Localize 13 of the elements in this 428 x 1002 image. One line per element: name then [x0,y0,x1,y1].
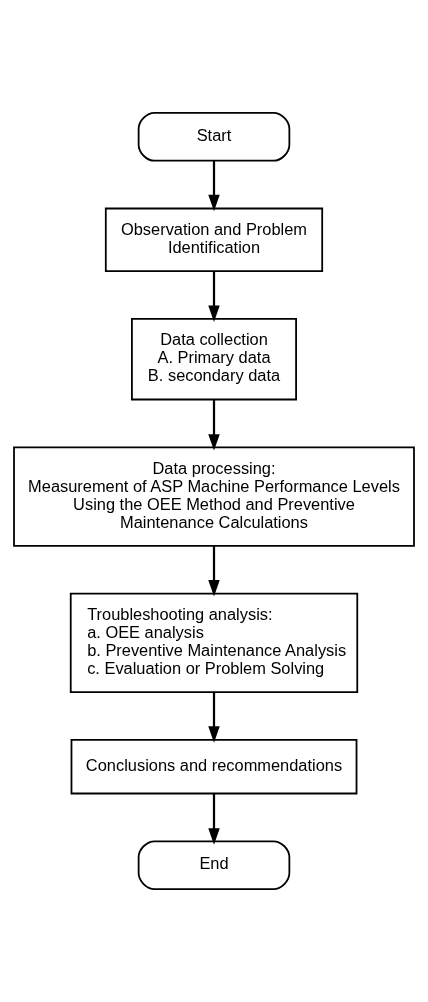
arrow [208,399,220,451]
arrow [208,546,220,597]
node-box: Start [137,112,291,162]
node-box: Data collection A. Primary data B. secondary data [131,318,297,401]
node-box: Observation and Problem Identification [104,207,324,273]
arrow [208,161,220,212]
node-box: Data processing: Measurement of ASP Machine Performance Levels Using the OEE Method and Preventive Maintenance Calculations [13,446,415,547]
node-box: End [137,840,291,890]
node-box: Troubleshooting analysis: a. OEE analysis b. Preventive Maintenance Analysis c. Evaluation or Problem Solving [69,592,359,693]
node-box: Conclusions and recommendations [70,738,358,795]
arrow [208,271,220,322]
arrow [208,793,220,845]
arrow [208,692,220,743]
